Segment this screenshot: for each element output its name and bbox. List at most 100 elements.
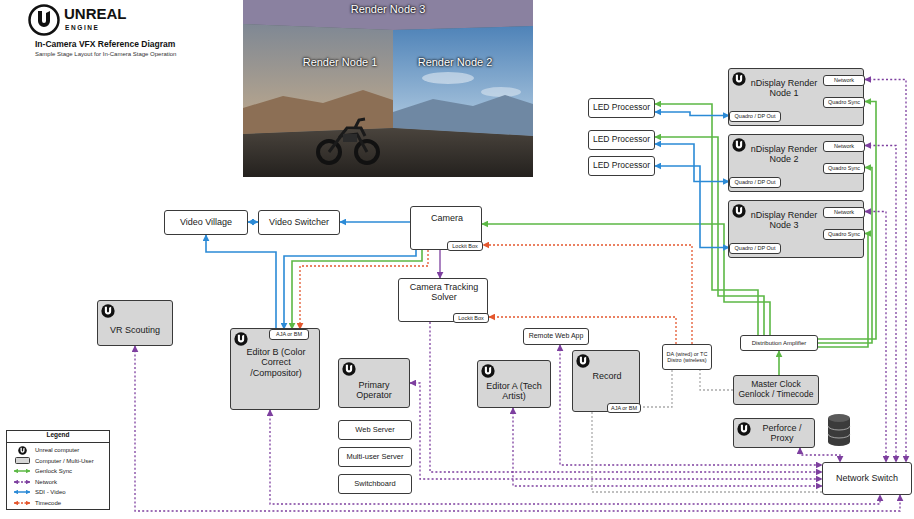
icon-mark bbox=[736, 207, 742, 215]
node-label: Editor A (Tech Artist) bbox=[481, 381, 547, 402]
sdi-line bbox=[206, 235, 276, 329]
icon-disc bbox=[732, 204, 745, 217]
node-label: Lockit Box bbox=[452, 243, 477, 249]
legend-label: Genlock Sync bbox=[35, 468, 72, 474]
legend-label: SDI - Video bbox=[35, 489, 66, 495]
unreal-icon bbox=[732, 72, 746, 86]
computer-box: Primary Operator bbox=[338, 358, 410, 408]
network-line bbox=[800, 448, 840, 462]
dp-out-port: Quadro / DP Out bbox=[729, 243, 781, 254]
capture-card: AJA or BM bbox=[269, 329, 309, 340]
database-icon bbox=[828, 414, 850, 446]
led-wall-right bbox=[393, 26, 533, 136]
network-port: Network bbox=[823, 75, 865, 86]
legend-label: Unreal computer bbox=[35, 447, 79, 453]
unreal-icon bbox=[481, 364, 495, 378]
legend-sample bbox=[9, 478, 35, 486]
legend-row: Genlock Sync bbox=[9, 466, 108, 477]
node-label: Network bbox=[834, 209, 854, 215]
icon-mark bbox=[736, 141, 742, 149]
unreal-icon bbox=[101, 304, 115, 318]
legend-line bbox=[10, 467, 34, 475]
node-label: nDisplay Render Node 2 bbox=[749, 144, 819, 165]
switcher-box: Video Switcher bbox=[258, 210, 340, 235]
service-box: Web Server bbox=[338, 420, 412, 440]
network-line bbox=[865, 80, 906, 463]
node-label: Quadro / DP Out bbox=[735, 113, 776, 119]
icon-mark bbox=[105, 307, 111, 315]
icon-mark bbox=[238, 335, 244, 343]
node-label: LED Processor bbox=[593, 103, 650, 113]
unreal-icon bbox=[576, 354, 590, 368]
text-area: nDisplay Render Node 2 bbox=[749, 144, 819, 165]
computer-box: Editor B (Color Correct /Compositor) AJA … bbox=[230, 328, 320, 410]
icon-disc bbox=[101, 304, 114, 317]
node-label: VR Scouting bbox=[110, 325, 160, 335]
logo-ring bbox=[30, 6, 59, 35]
icon-disc bbox=[576, 354, 589, 367]
legend-line bbox=[10, 488, 34, 496]
node-label: Quadro Sync bbox=[828, 165, 860, 171]
monitor-box: Video Village bbox=[164, 210, 248, 235]
logo-mark bbox=[38, 11, 50, 27]
legend-label: Computer / Multi-User bbox=[35, 458, 94, 464]
led-processor: LED Processor bbox=[588, 98, 655, 118]
sdi-line bbox=[655, 166, 729, 248]
link-line bbox=[700, 370, 733, 390]
icon-disc bbox=[737, 422, 750, 435]
node-label: Video Switcher bbox=[269, 217, 329, 227]
icon-disc bbox=[234, 332, 247, 345]
diagram-title: In-Camera VFX Reference Diagram bbox=[35, 39, 175, 49]
cloud bbox=[422, 72, 474, 84]
legend-label: Timecode bbox=[35, 500, 61, 506]
photo-label: Render Node 3 bbox=[343, 3, 433, 15]
legend-sample bbox=[9, 499, 35, 507]
legend-row: Computer / Multi-User bbox=[9, 456, 108, 467]
clock-box: Master Clock Genlock / Timecode bbox=[733, 375, 819, 405]
node-label: Video Village bbox=[180, 217, 232, 227]
icon-disc bbox=[481, 364, 494, 377]
text-area: Camera Tracking Solver bbox=[401, 282, 487, 303]
node-label: Record bbox=[575, 371, 639, 381]
database-band bbox=[828, 426, 850, 438]
render-node: nDisplay Render Node 2 NetworkQuadro / DP… bbox=[728, 134, 864, 192]
stage-photo bbox=[243, 0, 533, 177]
network-line bbox=[513, 408, 822, 486]
icon-disc bbox=[18, 446, 27, 455]
render-node: nDisplay Render Node 3 NetworkQuadro / DP… bbox=[728, 200, 864, 258]
dp-out-port: Quadro / DP Out bbox=[729, 111, 781, 122]
node-label: Editor B (Color Correct /Compositor) bbox=[235, 347, 317, 378]
unreal-icon bbox=[732, 138, 746, 152]
dp-out-port: Quadro / DP Out bbox=[729, 177, 781, 188]
timecode-line bbox=[14, 502, 30, 504]
photo-label: Render Node 1 bbox=[295, 56, 385, 68]
timecode-line bbox=[489, 317, 676, 344]
brand-subtitle: ENGINE bbox=[65, 24, 100, 31]
sdi-line bbox=[14, 492, 30, 494]
node-label: AJA or BM bbox=[611, 405, 637, 411]
tracking-box: Camera Tracking SolverLockit Box bbox=[398, 278, 488, 322]
node-label: Quadro Sync bbox=[828, 99, 860, 105]
distro-box: DA (wired) or TC Distro (wireless) bbox=[662, 344, 712, 370]
switch-box: Network Switch bbox=[822, 462, 912, 495]
text-area: Record bbox=[575, 371, 639, 381]
legend-line bbox=[10, 478, 34, 486]
network-port: Network bbox=[823, 141, 865, 152]
sync-port: Quadro Sync bbox=[823, 229, 865, 240]
unreal-icon bbox=[234, 332, 248, 346]
node-label: nDisplay Render Node 1 bbox=[749, 78, 819, 99]
genlock-line bbox=[778, 351, 780, 375]
icon-mark bbox=[20, 448, 24, 453]
icon-mark bbox=[580, 357, 586, 365]
service-box: Multi-user Server bbox=[338, 447, 412, 467]
node-label: Web Server bbox=[355, 426, 394, 435]
legend-sample bbox=[9, 488, 35, 496]
diagram-caption: Sample Stage Layout for In-Camera Stage … bbox=[35, 51, 176, 57]
unreal-icon bbox=[732, 204, 746, 218]
text-area: nDisplay Render Node 1 bbox=[749, 78, 819, 99]
legend-swatch bbox=[15, 457, 30, 464]
legend-row: Network bbox=[9, 477, 108, 488]
node-label: Quadro / DP Out bbox=[735, 179, 776, 185]
computer-box: RecordAJA or BM bbox=[572, 350, 640, 412]
node-label: nDisplay Render Node 3 bbox=[749, 210, 819, 231]
